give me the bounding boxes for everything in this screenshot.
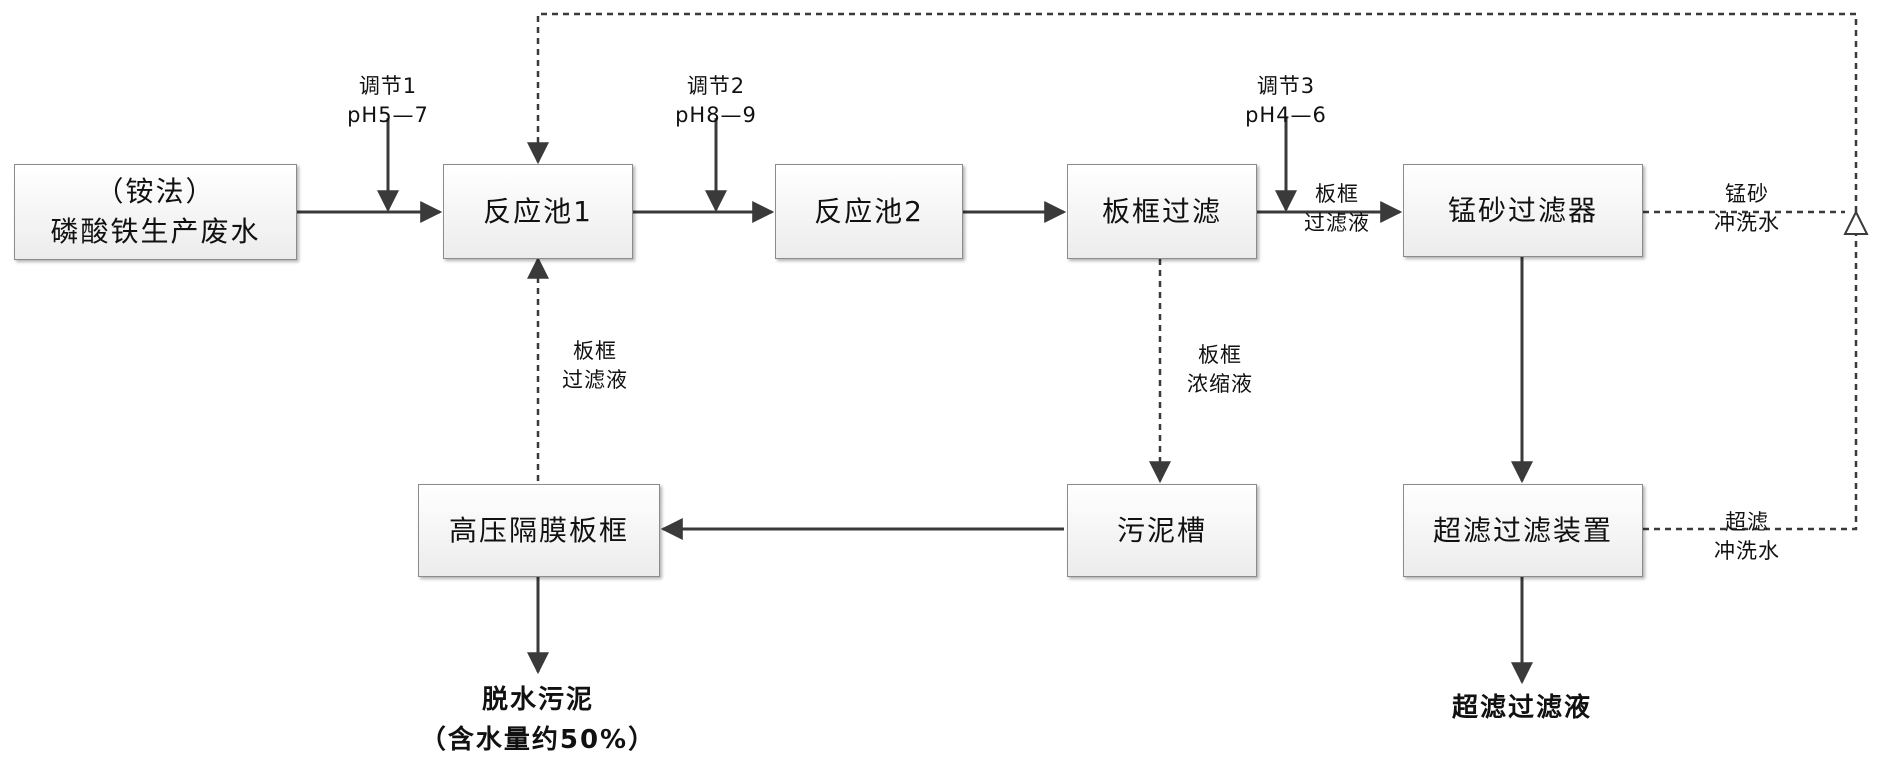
backwash-junction-arrowhead	[1843, 209, 1869, 235]
reactor2-label: 反应池2	[814, 194, 924, 228]
uf-backwash-line2: 冲洗水	[1714, 539, 1780, 563]
mn-backwash-label: 锰砂 冲洗水	[1692, 180, 1802, 238]
adjust2-line1: 调节2	[686, 74, 746, 98]
press-concentrate-line1: 板框	[1198, 343, 1242, 367]
reactor2-box: 反应池2	[775, 164, 963, 259]
dewatered-sludge-line2: （含水量约50%）	[419, 725, 657, 755]
uf-filtrate-text: 超滤过滤液	[1451, 693, 1592, 723]
dewatered-sludge-label: 脱水污泥 （含水量约50%）	[413, 680, 663, 760]
press-filtrate-left-label: 板框 过滤液	[540, 337, 650, 395]
adjust1-line2: pH5—7	[347, 103, 429, 127]
dashed-backwash-return-to-reactor1	[527, 12, 1858, 234]
wastewater-box: （铵法） 磷酸铁生产废水	[14, 164, 297, 260]
hp-membrane-press-box: 高压隔膜板框	[418, 484, 660, 577]
mn-backwash-line1: 锰砂	[1725, 182, 1769, 206]
press-filtrate-top-line1: 板框	[1315, 182, 1359, 206]
uf-backwash-line1: 超滤	[1725, 510, 1769, 534]
adjust2-label: 调节2 pH8—9	[656, 72, 776, 130]
reactor1-label: 反应池1	[483, 194, 593, 228]
filter-press-box: 板框过滤	[1067, 164, 1257, 259]
adjust2-line2: pH8—9	[675, 103, 757, 127]
dashed-uf-backwash-line	[1643, 234, 1858, 531]
adjust3-line2: pH4—6	[1245, 103, 1327, 127]
adjust1-line1: 调节1	[358, 74, 418, 98]
filter-press-label: 板框过滤	[1101, 194, 1222, 228]
wastewater-line2: 磷酸铁生产废水	[50, 215, 261, 248]
press-filtrate-left-line1: 板框	[573, 339, 617, 363]
uf-device-label: 超滤过滤装置	[1432, 513, 1613, 547]
press-concentrate-label: 板框 浓缩液	[1165, 341, 1275, 399]
dewatered-sludge-line1: 脱水污泥	[481, 685, 594, 715]
wastewater-line1: （铵法）	[95, 175, 216, 208]
hp-membrane-press-label: 高压隔膜板框	[448, 513, 629, 547]
adjust1-label: 调节1 pH5—7	[328, 72, 448, 130]
press-filtrate-top-label: 板框 过滤液	[1282, 180, 1392, 238]
uf-device-box: 超滤过滤装置	[1403, 484, 1643, 577]
uf-backwash-label: 超滤 冲洗水	[1692, 508, 1802, 566]
sludge-tank-label: 污泥槽	[1116, 513, 1207, 547]
mn-sand-filter-label: 锰砂过滤器	[1447, 193, 1598, 227]
mn-backwash-line2: 冲洗水	[1714, 211, 1780, 235]
press-filtrate-top-line2: 过滤液	[1304, 211, 1370, 235]
mn-sand-filter-box: 锰砂过滤器	[1403, 164, 1643, 257]
reactor1-box: 反应池1	[443, 164, 633, 259]
sludge-tank-box: 污泥槽	[1067, 484, 1257, 577]
adjust3-line1: 调节3	[1256, 74, 1316, 98]
press-concentrate-line2: 浓缩液	[1187, 372, 1253, 396]
uf-filtrate-label: 超滤过滤液	[1402, 688, 1642, 728]
press-filtrate-left-line2: 过滤液	[562, 368, 628, 392]
adjust3-label: 调节3 pH4—6	[1226, 72, 1346, 130]
